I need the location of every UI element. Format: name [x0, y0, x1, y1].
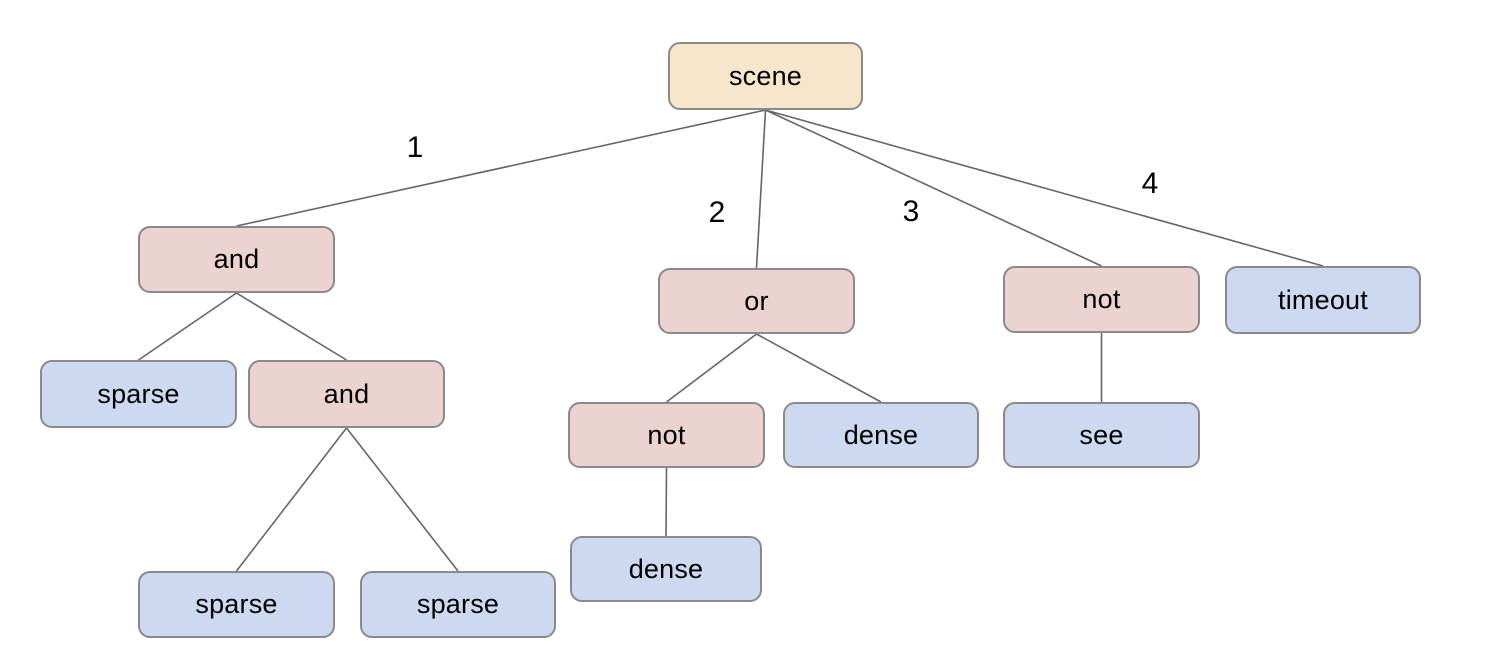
edge-and2-sparse2 [235, 427, 348, 572]
tree-node-scene: scene [668, 42, 863, 110]
node-label: sparse [416, 589, 500, 619]
tree-node-dense2: dense [570, 536, 762, 602]
edge-or1-not2 [666, 333, 757, 403]
tree-node-not2: not [568, 402, 765, 468]
edge-label-4: 4 [1141, 167, 1159, 200]
tree-node-not1: not [1003, 266, 1200, 333]
tree-node-timeout1: timeout [1225, 266, 1421, 334]
node-label: and [213, 244, 260, 274]
tree-node-sparse1: sparse [40, 360, 237, 428]
node-label: dense [843, 419, 919, 450]
node-label: timeout [1278, 284, 1368, 315]
tree-node-and1: and [138, 226, 335, 293]
edge-label-3: 3 [902, 195, 920, 228]
edge-and2-sparse3 [345, 427, 459, 572]
tree-node-sparse3: sparse [360, 571, 556, 638]
tree-node-and2: and [248, 360, 445, 428]
edge-scene-or1 [755, 109, 767, 269]
edge-not2-dense2 [665, 467, 668, 537]
tree-node-or1: or [658, 268, 855, 334]
tree-node-sparse2: sparse [138, 571, 335, 638]
edge-label-1: 1 [406, 131, 424, 164]
node-label: or [744, 285, 769, 316]
node-label: sparse [195, 589, 278, 619]
node-label: and [323, 378, 370, 409]
edge-scene-not1 [765, 109, 1102, 267]
node-label: dense [628, 553, 704, 584]
edge-scene-and1 [236, 109, 766, 227]
edge-scene-timeout1 [765, 109, 1324, 267]
tree-node-see1: see [1003, 402, 1200, 468]
node-label: see [1079, 419, 1124, 450]
edge-and1-and2 [236, 292, 347, 361]
node-label: sparse [97, 378, 180, 409]
node-label: not [1082, 284, 1121, 314]
edge-or1-dense1 [756, 333, 882, 403]
node-label: scene [728, 60, 803, 91]
tree-node-dense1: dense [783, 402, 979, 468]
node-label: not [647, 419, 686, 450]
edge-and1-sparse1 [138, 292, 237, 361]
edge-label-2: 2 [708, 196, 726, 229]
